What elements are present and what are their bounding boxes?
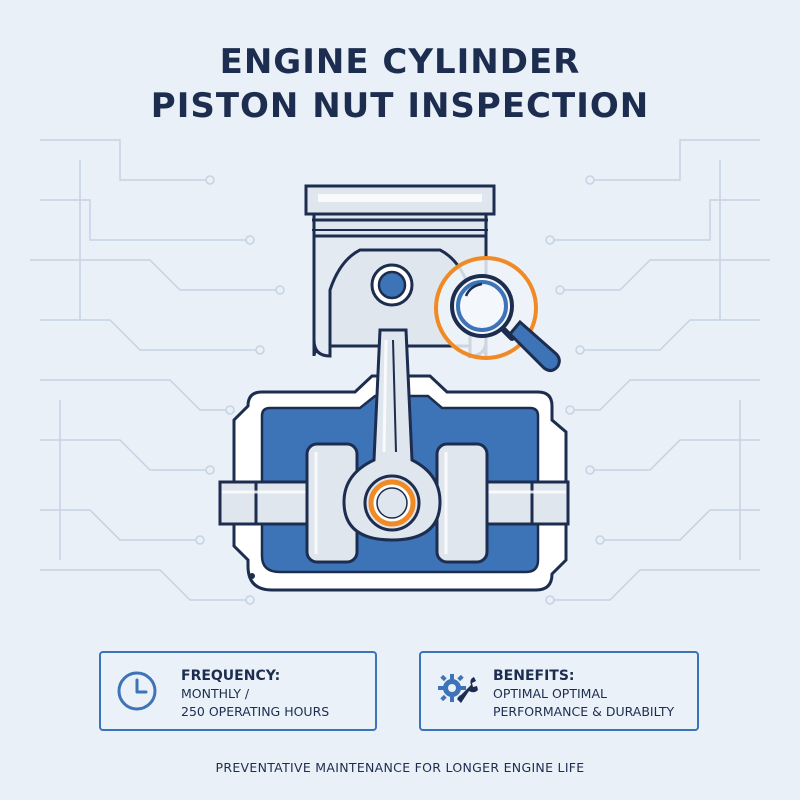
benefits-line-2: PERFORMANCE & DURABILTY — [493, 704, 675, 719]
footer-tagline: PREVENTATIVE MAINTENANCE FOR LONGER ENGI… — [215, 760, 585, 775]
benefits-line-1: OPTIMAL OPTIMAL — [493, 686, 607, 701]
benefits-text: BENEFITS: OPTIMAL OPTIMAL PERFORMANCE & … — [493, 667, 674, 721]
gear-wrench-icon — [438, 674, 478, 703]
title-line-2: PISTON NUT INSPECTION — [150, 86, 650, 126]
title-line-1: ENGINE CYLINDER — [219, 42, 581, 82]
connecting-rod — [342, 328, 442, 542]
magnifier-icon — [434, 256, 561, 373]
frequency-card: FREQUENCY: MONTHLY / 250 OPERATING HOURS — [99, 651, 377, 731]
frequency-text: FREQUENCY: MONTHLY / 250 OPERATING HOURS — [181, 667, 329, 721]
frequency-line-2: 250 OPERATING HOURS — [181, 704, 330, 719]
clock-icon — [117, 671, 157, 711]
benefits-heading: BENEFITS: — [493, 668, 575, 684]
piston-nut-highlight — [363, 474, 421, 532]
frequency-line-1: MONTHLY / — [181, 686, 250, 701]
frequency-heading: FREQUENCY: — [181, 668, 281, 684]
page-title: ENGINE CYLINDER PISTON NUT INSPECTION — [0, 40, 800, 128]
benefits-card: BENEFITS: OPTIMAL OPTIMAL PERFORMANCE & … — [419, 651, 699, 731]
